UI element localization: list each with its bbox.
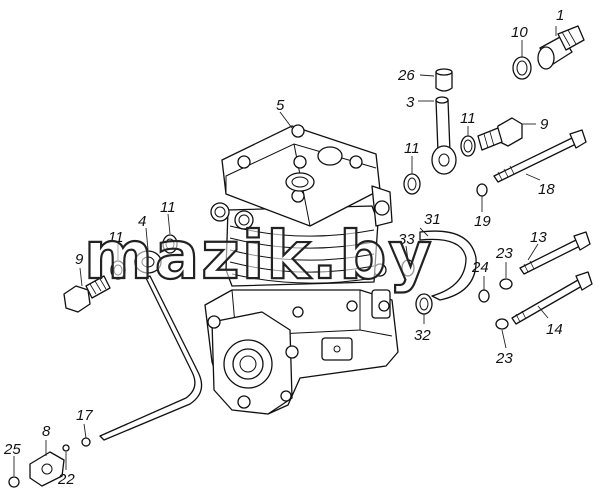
tube-fitting-4 <box>134 250 162 274</box>
callout-18: 18 <box>538 181 555 198</box>
callout-23-lower: 23 <box>495 350 513 367</box>
callout-31: 31 <box>424 211 441 228</box>
callout-8: 8 <box>42 423 51 440</box>
banjo-bolt-right <box>477 117 523 151</box>
callout-9-left: 9 <box>75 251 84 268</box>
cap-26 <box>435 71 453 92</box>
callout-33: 33 <box>398 231 415 248</box>
callout-13: 13 <box>530 229 547 246</box>
side-cover <box>321 337 353 361</box>
flange-8 <box>29 451 65 487</box>
callout-11-left: 11 <box>108 229 124 246</box>
callout-3: 3 <box>406 94 415 111</box>
callout-23-upper: 23 <box>495 245 513 262</box>
callout-9-right: 9 <box>540 116 549 133</box>
callout-1: 1 <box>556 7 564 24</box>
callout-32: 32 <box>414 327 431 344</box>
callout-11-mid: 11 <box>404 140 420 157</box>
callout-11-left-top: 11 <box>160 199 176 216</box>
callout-10: 10 <box>511 24 528 41</box>
callout-19: 19 <box>474 213 491 230</box>
callout-11-upper: 11 <box>460 110 476 127</box>
gasket-31 <box>419 230 477 301</box>
fitting-1 <box>537 25 585 70</box>
callout-25: 25 <box>3 441 21 458</box>
callout-22: 22 <box>57 471 75 488</box>
tube-3 <box>431 96 457 175</box>
watermark-text: mazik.by <box>84 217 434 294</box>
leader-lines <box>13 26 557 476</box>
bolt-14 <box>511 271 593 325</box>
callout-17: 17 <box>76 407 93 424</box>
callout-24: 24 <box>471 259 489 276</box>
callout-5: 5 <box>276 97 285 114</box>
banjo-bolt-left <box>63 275 111 313</box>
bent-tube-outer <box>99 275 203 441</box>
callout-4: 4 <box>138 213 146 230</box>
callout-labels: 1 3 4 5 8 9 9 10 11 11 11 11 13 14 17 18… <box>3 7 564 488</box>
cylinder-block <box>225 205 379 287</box>
callout-14: 14 <box>546 321 563 338</box>
compressor-assembly <box>204 124 399 415</box>
long-bolt-18 <box>493 129 587 183</box>
bolt-13 <box>519 231 591 275</box>
callout-26: 26 <box>397 67 415 84</box>
